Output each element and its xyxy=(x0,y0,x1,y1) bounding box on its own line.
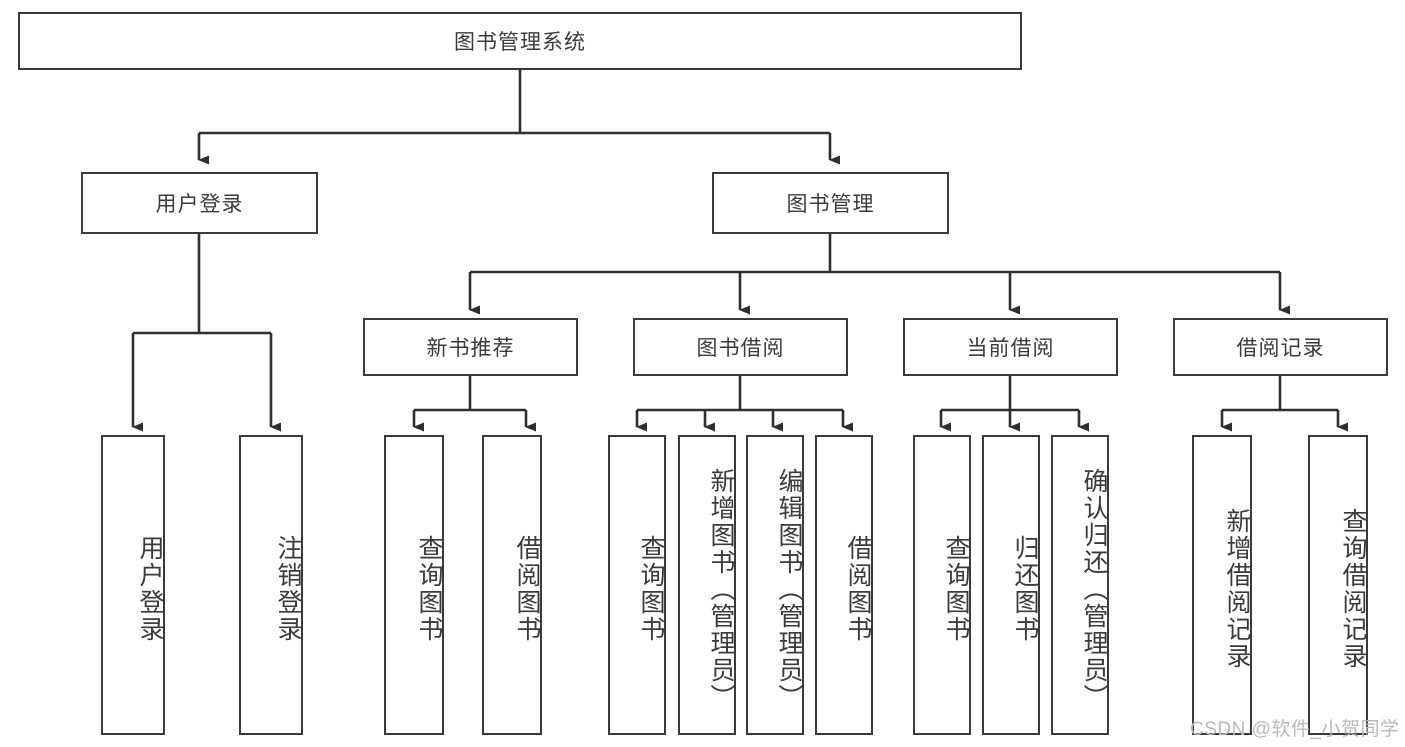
csdn-watermark: CSDN @软件_小贺同学 xyxy=(1190,719,1400,740)
leaf-edit-book-admin[interactable]: 编辑图书（管理员） xyxy=(746,435,804,735)
leaf-logout[interactable]: 注销登录 xyxy=(239,435,303,735)
node-book-management[interactable]: 图书管理 xyxy=(712,172,949,234)
node-book-borrow[interactable]: 图书借阅 xyxy=(633,318,848,376)
leaf-return-book[interactable]: 归还图书 xyxy=(982,435,1040,735)
node-borrow-record[interactable]: 借阅记录 xyxy=(1173,318,1388,376)
leaf-borrow-book-recommend[interactable]: 借阅图书 xyxy=(482,435,542,735)
leaf-query-borrow-record[interactable]: 查询借阅记录 xyxy=(1308,435,1368,735)
leaf-borrow-book[interactable]: 借阅图书 xyxy=(815,435,873,735)
node-user-login[interactable]: 用户登录 xyxy=(81,172,318,234)
node-current-borrow[interactable]: 当前借阅 xyxy=(903,318,1118,376)
leaf-query-book-current[interactable]: 查询图书 xyxy=(913,435,971,735)
leaf-user-login[interactable]: 用户登录 xyxy=(101,435,165,735)
leaf-add-book-admin[interactable]: 新增图书（管理员） xyxy=(678,435,736,735)
node-root-system[interactable]: 图书管理系统 xyxy=(18,12,1022,70)
node-new-book-recommend[interactable]: 新书推荐 xyxy=(363,318,578,376)
leaf-query-book-borrow[interactable]: 查询图书 xyxy=(608,435,666,735)
leaf-add-borrow-record[interactable]: 新增借阅记录 xyxy=(1192,435,1252,735)
leaf-query-book-recommend[interactable]: 查询图书 xyxy=(384,435,444,735)
leaf-confirm-return-admin[interactable]: 确认归还（管理员） xyxy=(1051,435,1109,735)
